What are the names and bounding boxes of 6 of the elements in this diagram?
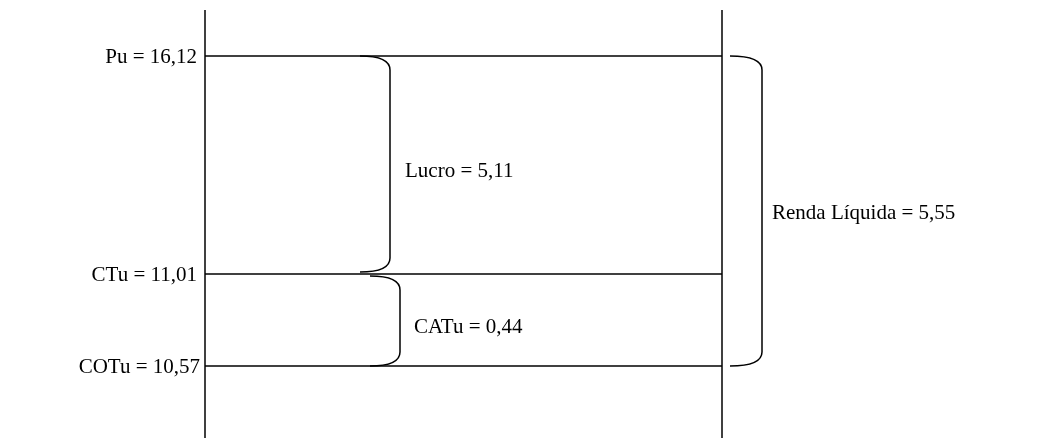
value-label: CATu = 0,44 bbox=[414, 314, 523, 338]
value-label: CTu = 11,01 bbox=[91, 262, 197, 286]
value-label: Renda Líquida = 5,55 bbox=[772, 200, 956, 224]
value-label: Lucro = 5,11 bbox=[405, 158, 514, 182]
value-label: COTu = 10,57 bbox=[78, 354, 200, 378]
value-label: Pu = 16,12 bbox=[105, 44, 197, 68]
